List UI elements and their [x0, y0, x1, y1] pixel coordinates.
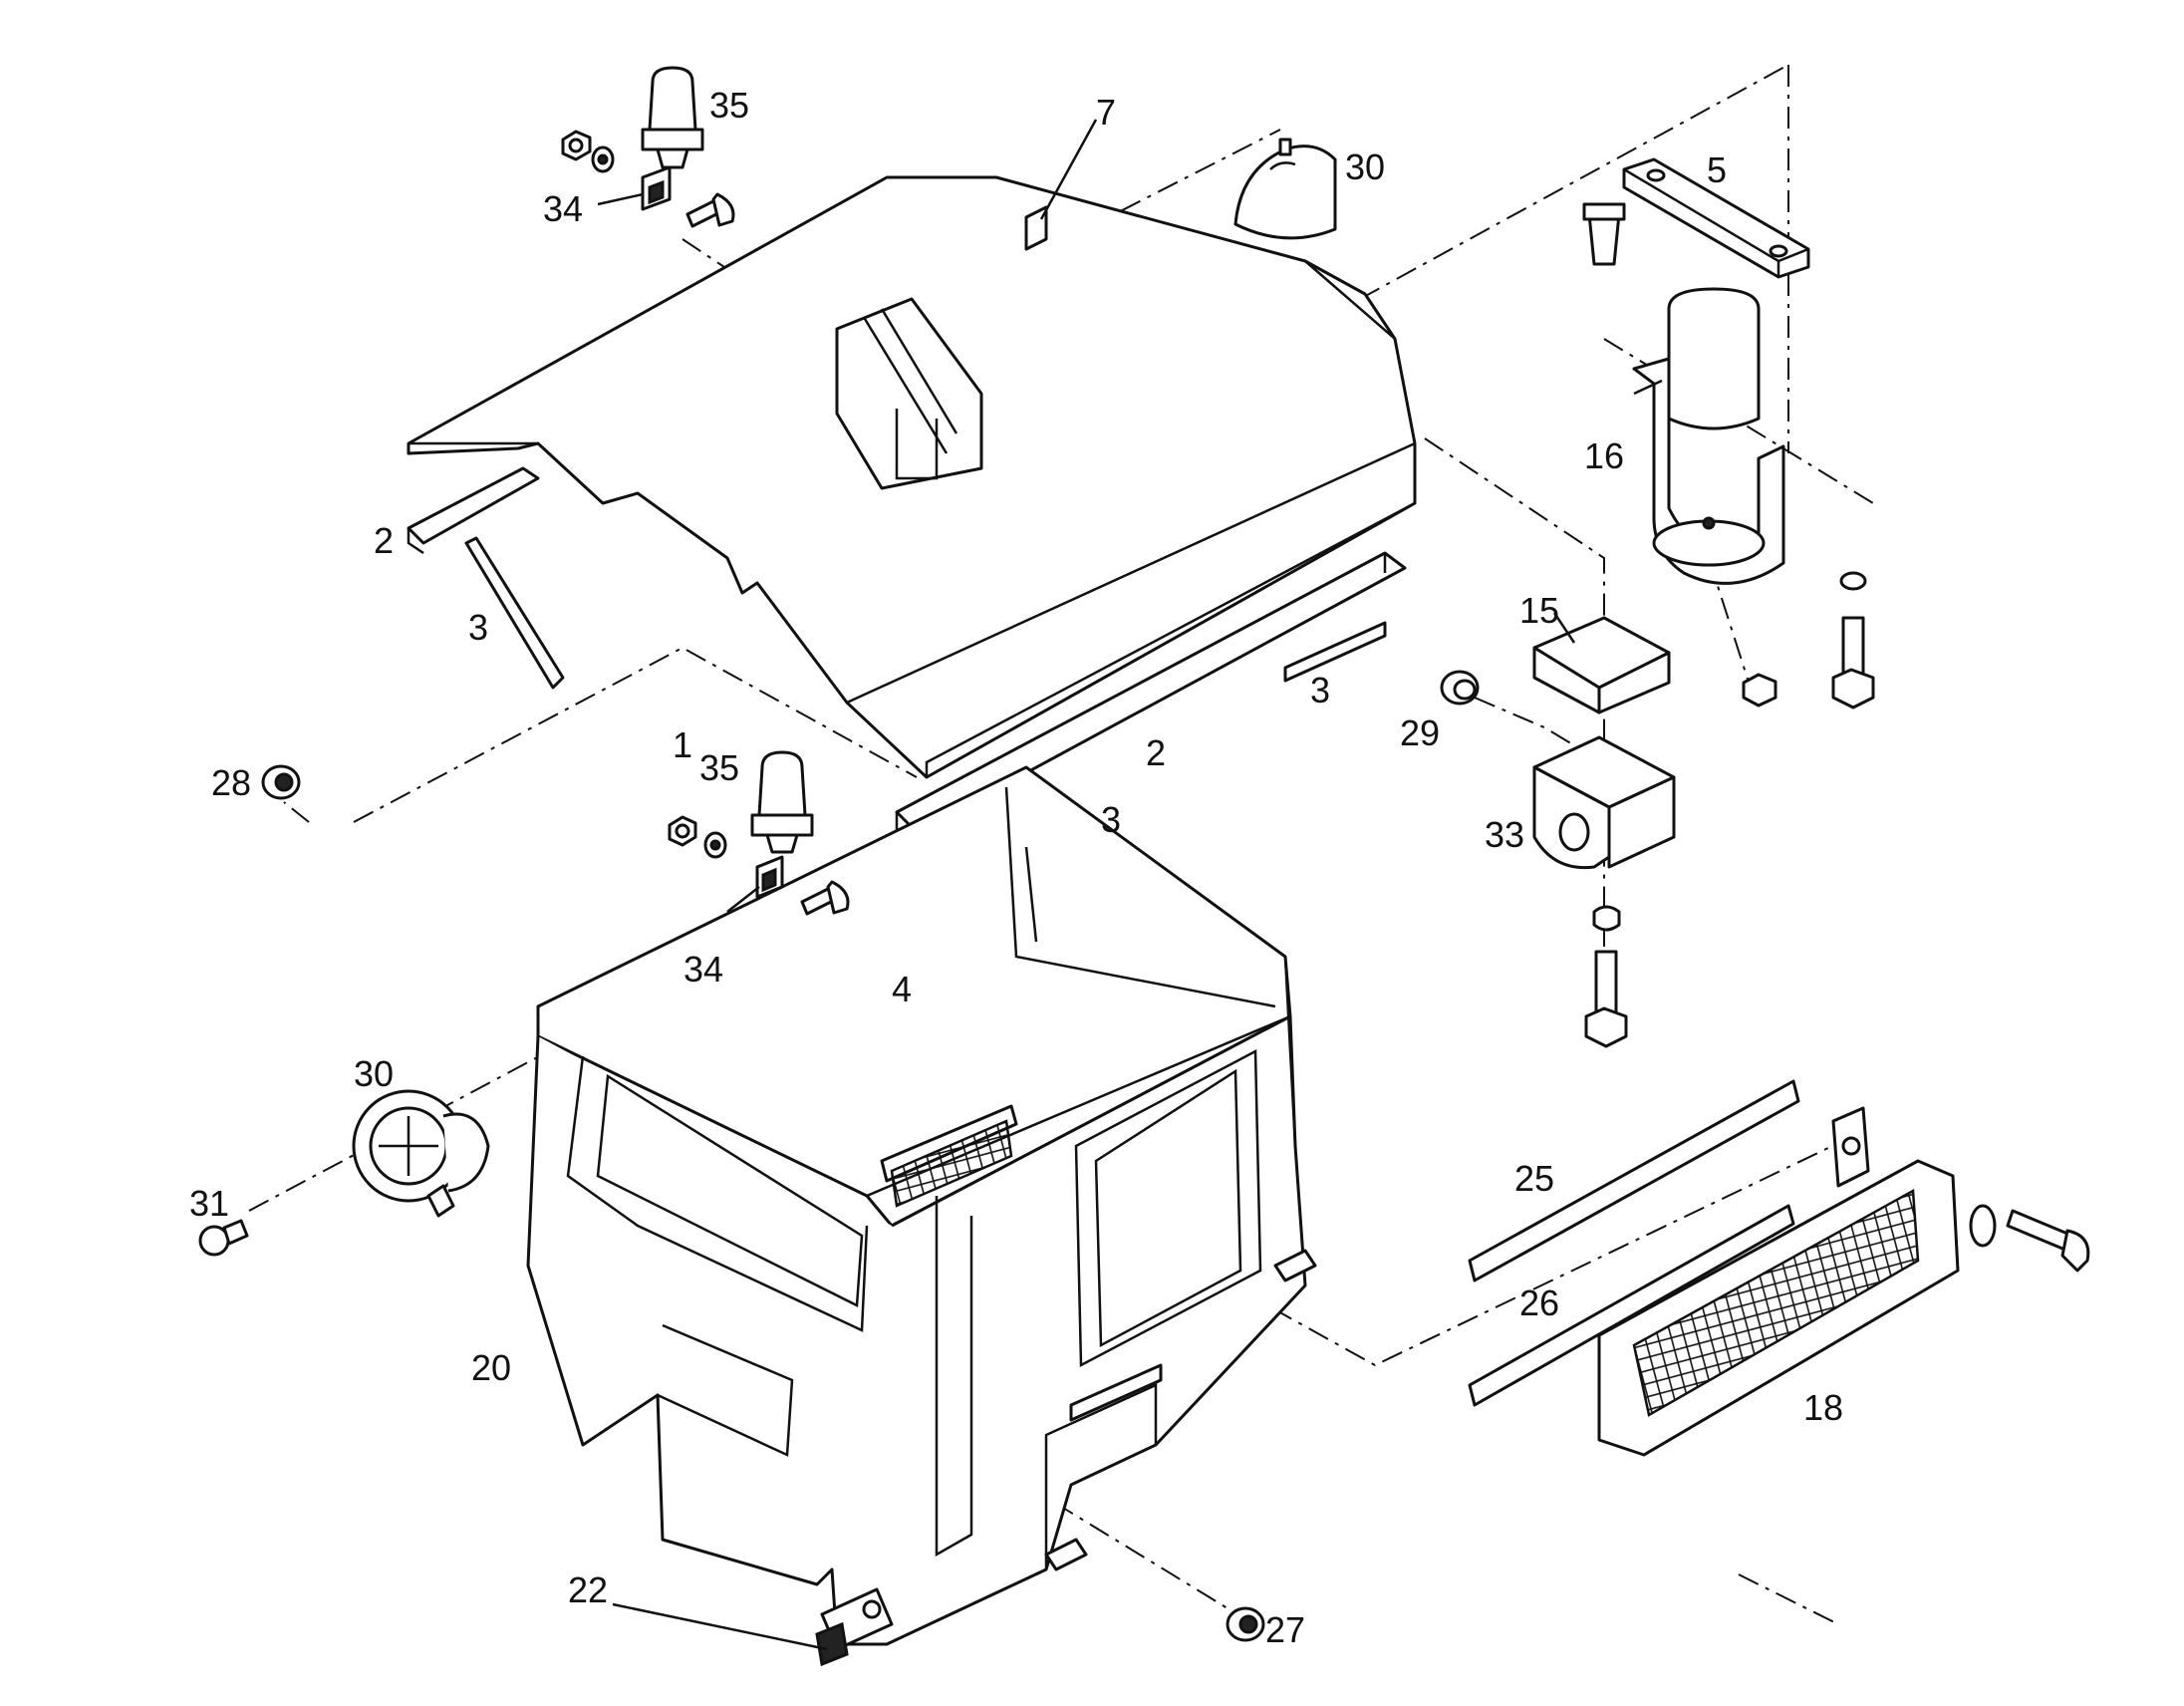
callout-33: 33 [1485, 814, 1524, 855]
callout-35-upper: 35 [709, 85, 749, 126]
callout-30-upper: 30 [1345, 146, 1385, 187]
mounting-plate [1622, 157, 1810, 279]
seal-strip-left [464, 536, 565, 690]
callout-4: 4 [892, 969, 912, 1009]
rail-strip-upper [407, 466, 540, 555]
callout-3-center: 3 [1101, 799, 1121, 840]
seal-strip-26 [1468, 1204, 1795, 1407]
callout-20: 20 [471, 1347, 511, 1388]
callout-5: 5 [1707, 149, 1727, 190]
work-lamp-upper [1233, 138, 1337, 240]
seal-strip-25 [1468, 1079, 1800, 1282]
seal-strip-right [1283, 621, 1387, 683]
callout-labels: 1 2 2 3 3 3 4 5 7 15 16 18 20 22 25 26 2… [189, 85, 1843, 1650]
callout-29: 29 [1400, 712, 1440, 753]
callout-27: 27 [1265, 1609, 1305, 1650]
leader-lines [597, 119, 1663, 1651]
callout-28: 28 [211, 762, 251, 803]
bolt-lower [800, 880, 850, 916]
roof-panel [407, 175, 1417, 779]
callout-15: 15 [1519, 590, 1559, 631]
spacer-block [1532, 616, 1671, 714]
grommet-28 [261, 764, 301, 800]
screw-washer-18 [1969, 1204, 2090, 1273]
callout-22: 22 [568, 1569, 608, 1610]
callout-1: 1 [673, 724, 692, 765]
callout-2-upper: 2 [374, 520, 394, 561]
plug-29 [1440, 670, 1480, 706]
cab-frame [526, 765, 1317, 1646]
ventilation-grille [1597, 1106, 1960, 1457]
callout-18: 18 [1803, 1387, 1843, 1428]
beacon-bracket-assembly [1582, 202, 1785, 585]
mount-bracket-lower [755, 855, 784, 899]
hardware-right [1584, 571, 1875, 1048]
callout-30-lower: 30 [354, 1053, 394, 1094]
callout-35-lower: 35 [699, 747, 739, 788]
bolt-upper [685, 192, 735, 228]
callout-16: 16 [1584, 435, 1624, 476]
callout-3-right: 3 [1310, 670, 1330, 711]
callout-34-upper: 34 [543, 188, 583, 229]
latch-bracket [815, 1587, 894, 1667]
callout-25: 25 [1514, 1158, 1554, 1199]
callout-26: 26 [1519, 1282, 1559, 1323]
mounting-bracket-33 [1532, 735, 1676, 870]
callout-7: 7 [1096, 92, 1116, 133]
nut-washer-lower [668, 815, 727, 859]
callout-2-lower: 2 [1146, 732, 1166, 773]
grommet-27 [1226, 1606, 1265, 1642]
callout-31: 31 [189, 1183, 229, 1224]
nut-washer-upper [561, 130, 615, 173]
lamp-bulb [198, 1219, 249, 1257]
work-lamp-lower [352, 1089, 490, 1218]
beacon-upper [641, 66, 704, 169]
beacon-lower [750, 750, 814, 854]
callout-3-left: 3 [468, 607, 488, 648]
callout-34-lower: 34 [683, 949, 723, 990]
mount-bracket-upper [641, 165, 672, 211]
